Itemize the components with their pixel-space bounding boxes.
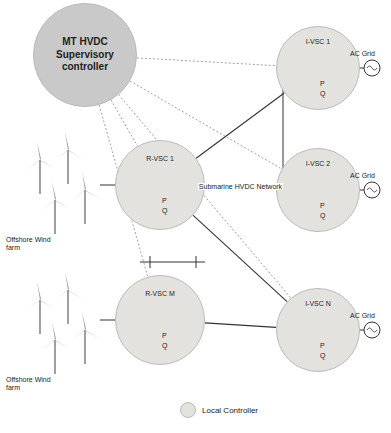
node-label: I-VSC 1 <box>306 38 331 45</box>
local-controller-circle: I-VSC 1 <box>276 26 360 110</box>
local-controller-circle: I-VSC 2 <box>276 148 360 232</box>
ac-grid-label: AC Grid <box>350 312 375 319</box>
hvdc-cable <box>196 93 284 158</box>
edge-label: Submarine HVDC Network <box>198 183 283 190</box>
power-label: P <box>320 80 325 87</box>
control-link <box>137 58 276 66</box>
ac-grid-label: AC Grid <box>350 50 375 57</box>
control-link <box>130 81 282 169</box>
local-controller-circle: R-VSC 1 <box>115 140 205 230</box>
power-label: Q <box>320 90 325 97</box>
power-label: Q <box>320 212 325 219</box>
power-label: Q <box>162 207 167 214</box>
power-label: Q <box>320 352 325 359</box>
local-controller-circle: R-VSC M <box>115 275 205 365</box>
wind-farm-label: Offshore Wind farm <box>6 236 56 252</box>
legend: Local Controller <box>180 402 258 418</box>
hvdc-cable <box>193 215 287 301</box>
wind-farm-label: Offshore Wind farm <box>6 376 56 392</box>
legend-text: Local Controller <box>202 406 258 415</box>
hvdc-cable <box>205 323 276 328</box>
legend-swatch <box>180 402 196 418</box>
power-label: P <box>320 342 325 349</box>
node-label: I-VSC N <box>305 300 331 307</box>
control-link <box>111 100 138 146</box>
node-label: R-VSC 1 <box>146 155 174 162</box>
supervisory-circle: MT HVDC Supervisory controller <box>33 3 137 107</box>
node-label: R-VSC M <box>145 290 175 297</box>
power-label: P <box>162 332 167 339</box>
power-label: P <box>320 202 325 209</box>
node-label: MT HVDC Supervisory controller <box>46 36 124 74</box>
local-controller-circle: I-VSC N <box>276 288 360 372</box>
node-label: I-VSC 2 <box>306 160 331 167</box>
power-label: Q <box>162 342 167 349</box>
ac-grid-label: AC Grid <box>350 172 375 179</box>
power-label: P <box>162 197 167 204</box>
